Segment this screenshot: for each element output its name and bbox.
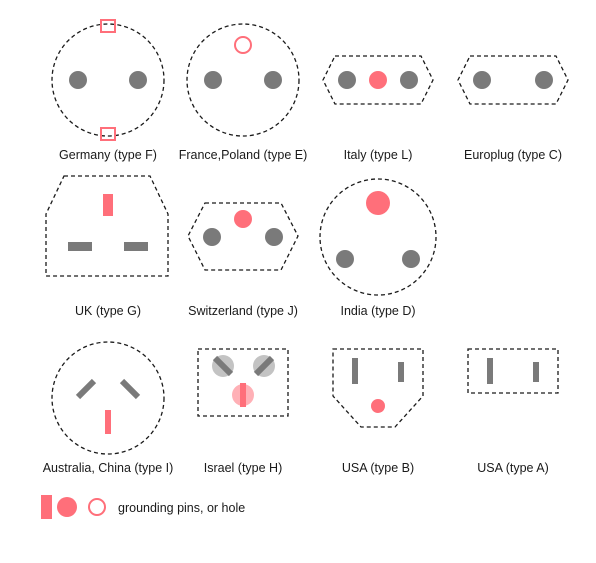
- round-pin: [400, 71, 418, 89]
- plug-type-h: Israel (type H): [197, 348, 289, 475]
- ground-hole-icon: [88, 498, 106, 516]
- plug-type-g: UK (type G): [45, 175, 169, 318]
- ground-pin: [369, 71, 387, 89]
- round-pin: [204, 71, 222, 89]
- plug-type-b: USA (type B): [332, 348, 424, 475]
- round-pin: [535, 71, 553, 89]
- flat-pin: [124, 242, 148, 251]
- round-pin: [129, 71, 147, 89]
- round-pin: [203, 228, 221, 246]
- ground-flat-pin: [105, 410, 111, 434]
- plug-outline: [457, 55, 569, 105]
- plug-type-d: India (type D): [319, 178, 437, 318]
- round-pin: [473, 71, 491, 89]
- plug-outline: [332, 348, 424, 428]
- ground-clip-bottom: [100, 127, 116, 141]
- legend-label: grounding pins, or hole: [118, 501, 245, 515]
- ground-round-pin-icon: [57, 497, 77, 517]
- plug-outline: [197, 348, 289, 417]
- plug-outline: [45, 175, 169, 277]
- ground-clip-top: [100, 19, 116, 33]
- round-pin: [336, 250, 354, 268]
- plug-outline: [467, 348, 559, 394]
- round-pin: [402, 250, 420, 268]
- plug-outline: [322, 55, 434, 105]
- round-pin: [264, 71, 282, 89]
- plug-label: Switzerland (type J): [188, 304, 298, 318]
- plug-outline: [319, 178, 437, 296]
- plug-type-e: France,Poland (type E): [179, 23, 308, 162]
- ground-pin: [371, 399, 385, 413]
- round-pin: [69, 71, 87, 89]
- plug-outline: [51, 23, 165, 137]
- ground-pin-icon: [41, 495, 52, 519]
- plug-type-j: Switzerland (type J): [187, 202, 299, 318]
- flat-pin: [398, 362, 404, 382]
- plug-label: India (type D): [340, 304, 415, 318]
- ground-pin-large: [366, 191, 390, 215]
- round-pin: [265, 228, 283, 246]
- angled-flat-pin: [253, 355, 275, 377]
- plug-label: Australia, China (type I): [43, 461, 174, 475]
- ground-flat-pin: [240, 383, 246, 407]
- plug-outline: [186, 23, 300, 137]
- plug-type-l: Italy (type L): [322, 55, 434, 162]
- plug-label: Germany (type F): [59, 148, 157, 162]
- angled-flat-pin: [75, 378, 97, 400]
- ground-pin: [234, 210, 252, 228]
- plug-label: Israel (type H): [204, 461, 283, 475]
- plug-label: UK (type G): [75, 304, 141, 318]
- plug-label: France,Poland (type E): [179, 148, 308, 162]
- plug-outline: [51, 341, 165, 455]
- flat-pin: [68, 242, 92, 251]
- plug-label: Europlug (type C): [464, 148, 562, 162]
- ground-flat-pin: [103, 194, 113, 216]
- plug-type-c: Europlug (type C): [457, 55, 569, 162]
- angled-flat-pin: [212, 355, 234, 377]
- angled-flat-pin: [119, 378, 141, 400]
- flat-pin: [487, 358, 493, 384]
- round-pin: [338, 71, 356, 89]
- plug-label: Italy (type L): [344, 148, 413, 162]
- flat-pin: [533, 362, 539, 382]
- plug-label: USA (type B): [342, 461, 414, 475]
- legend: grounding pins, or hole: [41, 495, 245, 519]
- plug-type-f: Germany (type F): [51, 19, 165, 162]
- plug-type-a: USA (type A): [467, 348, 559, 475]
- plug-label: USA (type A): [477, 461, 549, 475]
- flat-pin: [352, 358, 358, 384]
- plug-type-i: Australia, China (type I): [43, 341, 174, 475]
- ground-hole: [234, 36, 252, 54]
